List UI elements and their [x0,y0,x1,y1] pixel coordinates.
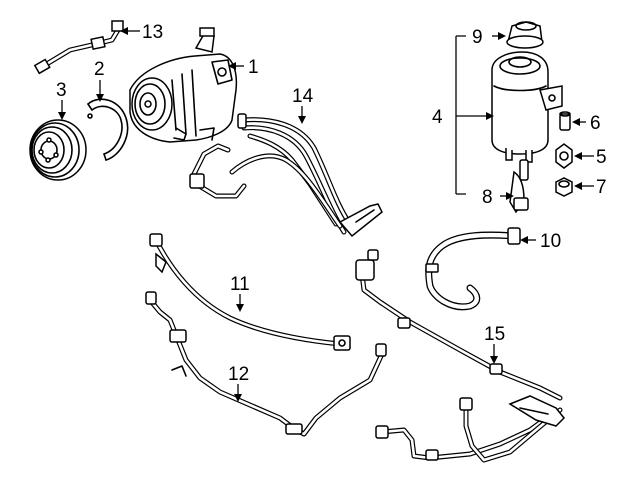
svg-text:5: 5 [596,147,607,168]
nut-icon [555,177,573,197]
svg-text:7: 7 [596,177,607,198]
hose-icon [33,20,124,75]
return-line-icon [145,291,387,437]
svg-text:3: 3 [56,80,67,101]
sleeve-icon [559,111,571,131]
svg-text:15: 15 [484,324,505,345]
svg-text:14: 14 [292,86,314,107]
pressure-line-icon [149,233,351,351]
callout-12: 12 [228,364,249,402]
callout-9: 9 [472,27,506,48]
nut-icon [555,143,573,169]
power-steering-pump-icon [129,27,238,143]
cap-icon [506,21,544,49]
svg-text:9: 9 [472,27,483,48]
line-assembly-icon [355,249,566,463]
pulley-icon [29,119,87,181]
callout-10: 10 [520,231,561,252]
callout-1: 1 [228,57,259,78]
callout-14: 14 [292,86,314,124]
svg-text:2: 2 [94,59,105,80]
callout-7: 7 [574,177,607,198]
callout-6: 6 [572,113,601,134]
svg-text:6: 6 [590,113,601,134]
retaining-ring-icon [87,98,129,161]
callout-5: 5 [574,147,607,168]
svg-text:8: 8 [482,187,493,208]
hose-assembly-icon [189,113,383,238]
svg-text:11: 11 [230,274,250,295]
callout-8: 8 [482,187,514,208]
svg-text:12: 12 [228,364,249,385]
reservoir-assembly-icon [491,51,563,214]
callout-4: 4 [432,35,494,195]
callout-3: 3 [56,80,67,120]
return-hose-icon [425,227,521,311]
callout-15: 15 [484,324,505,364]
svg-text:13: 13 [142,22,163,43]
callout-2: 2 [94,59,105,102]
callout-11: 11 [230,274,250,312]
svg-text:4: 4 [432,107,443,128]
svg-text:10: 10 [540,231,561,252]
callout-13: 13 [120,22,163,43]
svg-text:1: 1 [248,57,259,78]
